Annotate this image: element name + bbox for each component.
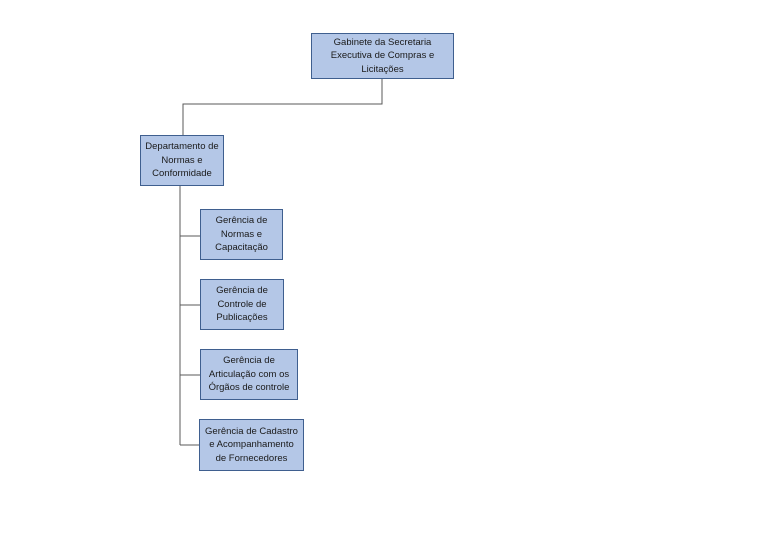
- org-node-gerencia-cadastro-label: Gerência de Cadastro e Acompanhamento de…: [205, 425, 298, 464]
- org-node-gerencia-normas: Gerência de Normas e Capacitação: [200, 209, 283, 260]
- connector-root-to-department: [182, 79, 383, 135]
- org-node-departamento-label: Departamento de Normas e Conformidade: [145, 141, 219, 180]
- org-node-departamento: Departamento de Normas e Conformidade: [140, 135, 224, 186]
- org-node-gabinete-label: Gabinete da Secretaria Executiva de Comp…: [330, 36, 435, 75]
- org-node-gerencia-articulacao: Gerência de Articulação com os Órgãos de…: [200, 349, 298, 400]
- org-node-gerencia-articulacao-label: Gerência de Articulação com os Órgãos de…: [208, 355, 290, 394]
- org-node-gerencia-cadastro: Gerência de Cadastro e Acompanhamento de…: [199, 419, 304, 471]
- org-node-gerencia-publicacoes: Gerência de Controle de Publicações: [200, 279, 284, 330]
- org-node-gerencia-publicacoes-label: Gerência de Controle de Publicações: [216, 285, 268, 324]
- org-node-gabinete: Gabinete da Secretaria Executiva de Comp…: [311, 33, 454, 79]
- org-node-gerencia-normas-label: Gerência de Normas e Capacitação: [215, 215, 268, 254]
